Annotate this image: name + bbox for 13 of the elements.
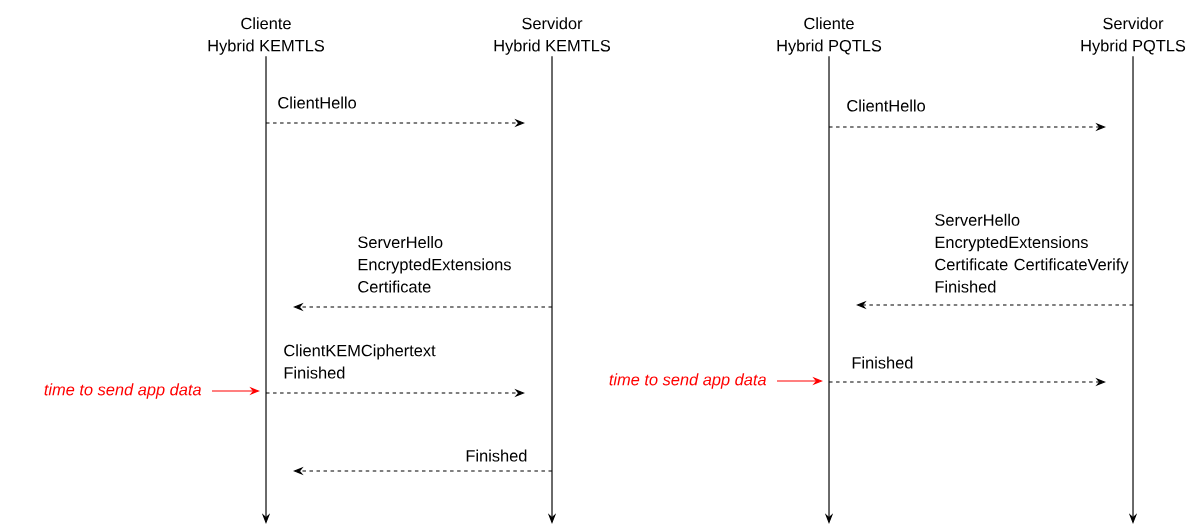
edge-label: ClientHello [278, 96, 356, 109]
lifeline-header: Cliente Hybrid KEMTLS [208, 17, 325, 55]
lifeline-header: Cliente Hybrid PQTLS [777, 17, 882, 55]
edge-label: Finished [852, 356, 913, 369]
lifeline-header: Servidor Hybrid KEMTLS [494, 17, 611, 55]
lifeline-header: Servidor Hybrid PQTLS [1081, 17, 1186, 55]
edge-label: Finished [466, 449, 527, 462]
edge-label: ServerHello EncryptedExtensions Certificate [358, 236, 511, 293]
edge-label: ServerHello EncryptedExtensions Certificate CertificateVerify Finished [935, 213, 1129, 293]
note-text: time to send app data [44, 383, 201, 399]
note-text: time to send app data [609, 373, 766, 389]
edge-label: ClientHello [847, 99, 925, 112]
edge-label: ClientKEMCiphertext Finished [284, 344, 436, 379]
